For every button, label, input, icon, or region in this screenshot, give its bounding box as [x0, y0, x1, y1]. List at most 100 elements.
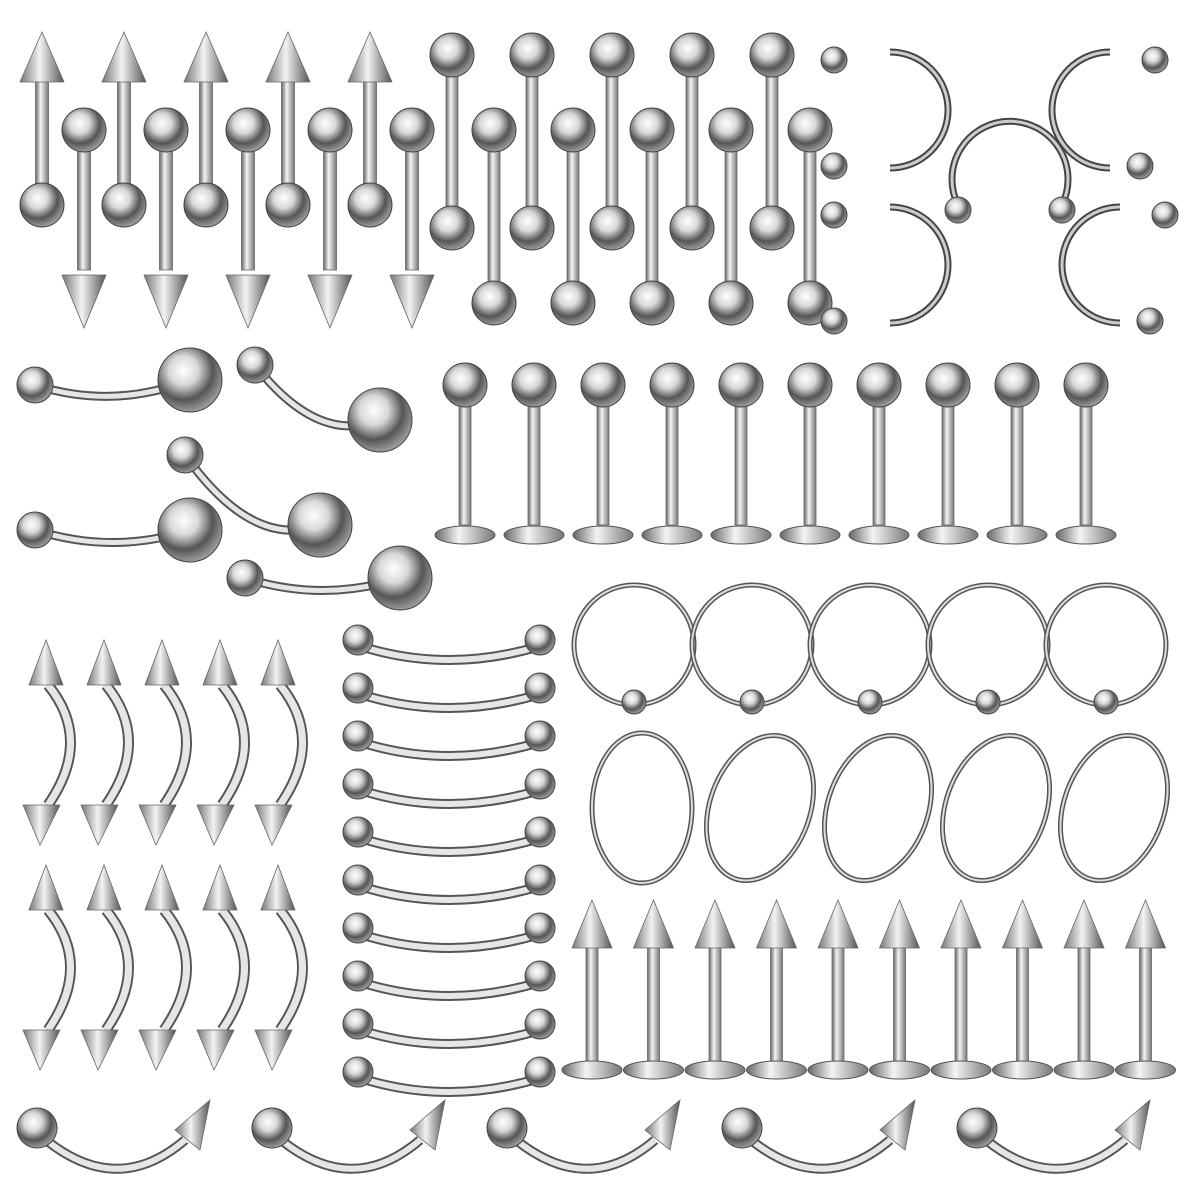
- curved-bar-highlight: [277, 682, 306, 807]
- curved-spike-barbell: [254, 863, 308, 1071]
- ball-barbell: [509, 32, 555, 251]
- horseshoe-ring: [1048, 46, 1169, 180]
- spike-ball-barbell: [265, 31, 311, 228]
- curved-bar-highlight: [978, 1132, 1127, 1172]
- spike-labret: [1053, 898, 1115, 1080]
- ball: [550, 107, 596, 153]
- curved-bar-highlight: [359, 883, 541, 903]
- spike-ball-barbell: [19, 31, 65, 228]
- ball-barbell: [749, 32, 795, 251]
- ring-band: [1058, 203, 1121, 327]
- seamless-hoop-ring: [589, 730, 695, 886]
- jewelry-items: [16, 31, 1179, 1174]
- curved-bar-highlight: [219, 682, 248, 807]
- seamless-hoop-ring: [1057, 732, 1171, 884]
- ball: [486, 1107, 528, 1149]
- ball: [342, 1056, 374, 1088]
- ball: [1093, 689, 1119, 715]
- ball-barbell: [787, 107, 833, 326]
- ball-labret: [641, 362, 703, 545]
- bar: [241, 134, 255, 271]
- ring-band-highlight: [889, 50, 950, 170]
- ball: [16, 366, 54, 404]
- ball: [787, 280, 833, 326]
- ball: [367, 545, 433, 611]
- spike: [183, 31, 229, 83]
- curved-bar-highlight: [161, 907, 190, 1032]
- spike: [260, 863, 296, 911]
- curved-ball-barbell: [342, 1008, 556, 1049]
- spike: [138, 804, 177, 846]
- ball: [524, 960, 556, 992]
- ball: [524, 816, 556, 848]
- curved-ball-barbell: [342, 960, 556, 1001]
- curved-spike-barbell: [138, 638, 192, 846]
- flat-disc: [746, 1060, 807, 1080]
- bar: [445, 59, 459, 211]
- curved-ball-barbell: [342, 1056, 556, 1097]
- ball: [61, 107, 107, 153]
- spike: [1124, 898, 1167, 949]
- flat-disc: [641, 525, 703, 545]
- ball-labret: [1055, 362, 1117, 545]
- curved-bar-highlight: [161, 682, 190, 807]
- belly-button-ring: [16, 347, 223, 413]
- curved-bar-highlight: [359, 931, 541, 951]
- curved-spike-barbell: [254, 638, 308, 846]
- ball: [183, 182, 229, 228]
- curved-bar-highlight: [359, 835, 541, 855]
- ball: [287, 492, 353, 558]
- flat-disc: [869, 1060, 930, 1080]
- ball: [739, 689, 765, 715]
- curved-bar-highlight: [277, 907, 306, 1032]
- flat-disc: [848, 525, 910, 545]
- ball: [342, 720, 374, 752]
- ball: [749, 205, 795, 251]
- flat-disc: [930, 1060, 992, 1080]
- seamless-hoop-ring: [821, 732, 935, 884]
- spike: [878, 898, 921, 949]
- bar: [893, 944, 906, 1066]
- bar: [405, 134, 419, 271]
- ball: [589, 205, 635, 251]
- ball: [944, 196, 972, 224]
- curved-bar-highlight: [743, 1132, 892, 1172]
- ball-spike-barbell: [143, 107, 189, 330]
- ball: [442, 362, 488, 408]
- curved-spike-barbell: [22, 638, 76, 846]
- ball: [1126, 152, 1154, 180]
- spike: [347, 31, 393, 83]
- ring-band-highlight: [1060, 205, 1121, 325]
- ball: [524, 912, 556, 944]
- ball: [524, 768, 556, 800]
- ball: [16, 1107, 58, 1149]
- curved-bar-highlight: [359, 643, 541, 663]
- curved-bar-highlight: [359, 1027, 541, 1047]
- ball: [347, 182, 393, 228]
- ball: [621, 689, 647, 715]
- ball: [225, 107, 271, 153]
- spike-labret: [869, 898, 930, 1080]
- ball: [342, 624, 374, 656]
- curved-bar-highlight: [359, 979, 541, 999]
- bar: [525, 59, 539, 211]
- ball-barbell: [550, 107, 596, 326]
- flat-disc: [684, 1060, 746, 1080]
- ball-labret: [986, 362, 1048, 545]
- captive-bead-ring: [571, 582, 697, 715]
- ball: [342, 864, 374, 896]
- bar: [487, 129, 501, 291]
- ball-labret: [917, 362, 979, 545]
- ball-labret: [503, 362, 565, 545]
- flat-disc: [503, 525, 565, 545]
- ball: [19, 182, 65, 228]
- bar: [708, 944, 722, 1066]
- bar: [724, 129, 738, 291]
- ring-band-highlight: [927, 584, 1049, 706]
- curved-bar-highlight: [219, 907, 248, 1032]
- curved-bar-highlight: [508, 1132, 657, 1172]
- spike: [202, 863, 238, 911]
- horseshoe-ring: [820, 201, 952, 335]
- curved-spike-barbell: [80, 863, 134, 1071]
- belly-button-ring: [166, 436, 353, 558]
